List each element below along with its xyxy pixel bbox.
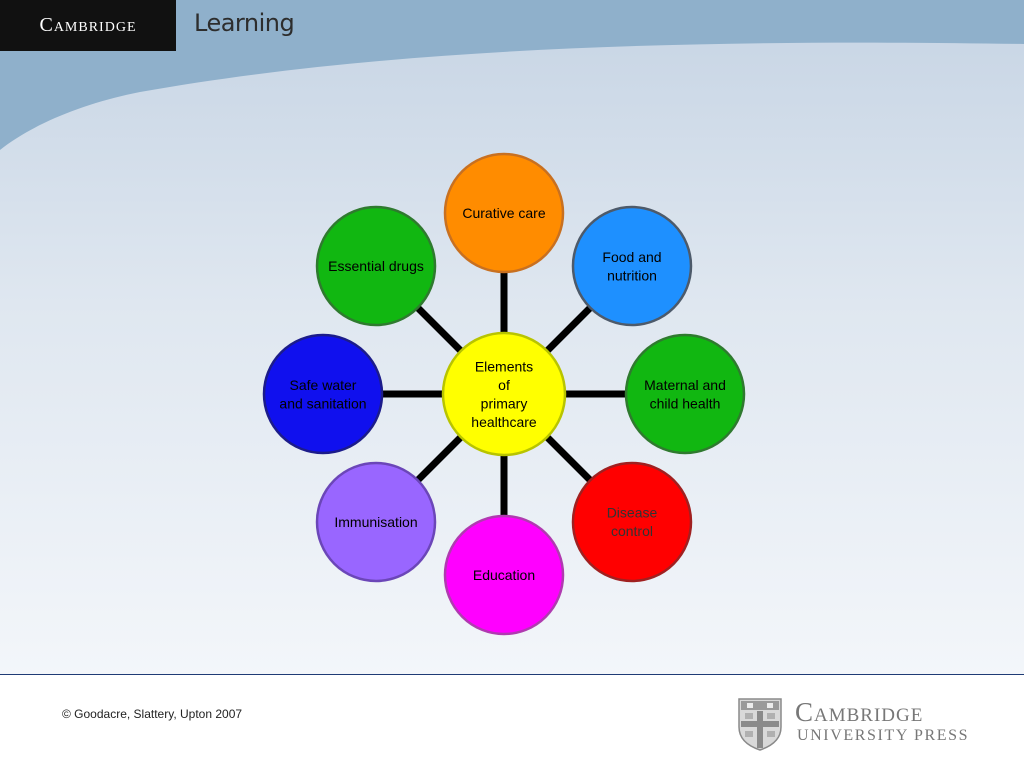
node-immunisation-label: Immunisation xyxy=(334,514,417,530)
cambridge-logo: Cambridge xyxy=(0,0,176,51)
node-food-and-nutrition-label: Food and nutrition xyxy=(602,249,661,284)
node-education: Education xyxy=(443,514,565,636)
node-curative-care-circle xyxy=(443,152,565,274)
node-essential-drugs-label: Essential drugs xyxy=(328,258,424,274)
node-food-and-nutrition: Food and nutrition xyxy=(571,205,693,327)
central-node-label-line: of xyxy=(498,377,510,393)
node-curative-care-label-line: Curative care xyxy=(462,205,545,221)
learning-wordmark: Learning xyxy=(194,9,295,37)
publisher-name: Cambridge xyxy=(795,697,924,727)
node-food-and-nutrition-label-line: nutrition xyxy=(607,267,657,283)
node-education-label: Education xyxy=(473,567,535,583)
node-disease-control-label-line: Disease xyxy=(607,505,658,521)
node-essential-drugs-circle xyxy=(315,205,437,327)
node-disease-control-circle xyxy=(571,461,693,583)
node-education-circle xyxy=(443,514,565,636)
cambridge-shield-icon xyxy=(738,698,782,751)
node-disease-control-label-line: control xyxy=(611,523,653,539)
cambridge-university-press-logo: Cambridge UNIVERSITY PRESS xyxy=(737,697,997,753)
central-node-circle xyxy=(441,331,567,457)
central-node-label-line: primary xyxy=(481,395,528,411)
node-safe-water-and-sanitation-circle xyxy=(262,333,384,455)
publisher-subtitle: UNIVERSITY PRESS xyxy=(797,727,970,744)
node-safe-water-and-sanitation-label: Safe water and sanitation xyxy=(279,377,366,412)
node-maternal-and-child-health-label: Maternal and child health xyxy=(644,377,726,412)
node-education-label-line: Education xyxy=(473,567,535,583)
node-safe-water-and-sanitation: Safe water and sanitation xyxy=(262,333,384,455)
copyright-notice: © Goodacre, Slattery, Upton 2007 xyxy=(62,707,243,721)
node-maternal-and-child-health-label-line: Maternal and xyxy=(644,377,726,393)
node-immunisation: Immunisation xyxy=(315,461,437,583)
node-food-and-nutrition-label-line: Food and xyxy=(602,249,661,265)
node-curative-care-label: Curative care xyxy=(462,205,545,221)
node-maternal-and-child-health-circle xyxy=(624,333,746,455)
node-disease-control: Disease control xyxy=(571,461,693,583)
node-maternal-and-child-health-label-line: child health xyxy=(650,395,721,411)
footer-divider xyxy=(0,674,1024,675)
central-node-label-line: healthcare xyxy=(471,414,537,430)
node-disease-control-label: Disease control xyxy=(607,505,658,540)
central-node-label: Elements of primary healthcare xyxy=(471,358,537,430)
node-safe-water-and-sanitation-label-line: Safe water xyxy=(290,377,357,393)
node-essential-drugs: Essential drugs xyxy=(315,205,437,327)
node-curative-care: Curative care xyxy=(443,152,565,274)
node-safe-water-and-sanitation-label-line: and sanitation xyxy=(279,395,366,411)
node-immunisation-label-line: Immunisation xyxy=(334,514,417,530)
header-swoosh xyxy=(0,0,1024,150)
central-node-label-line: Elements xyxy=(475,358,533,374)
node-maternal-and-child-health: Maternal and child health xyxy=(624,333,746,455)
node-food-and-nutrition-circle xyxy=(571,205,693,327)
node-immunisation-circle xyxy=(315,461,437,583)
node-essential-drugs-label-line: Essential drugs xyxy=(328,258,424,274)
central-node: Elements of primary healthcare xyxy=(441,331,567,457)
